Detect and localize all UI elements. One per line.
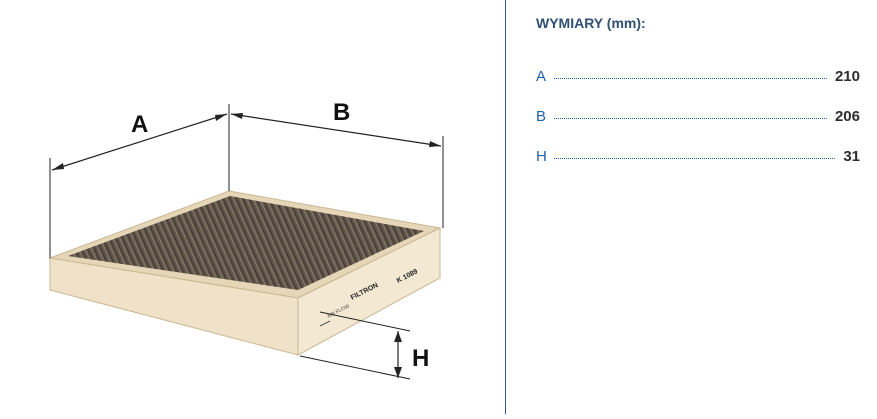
dim-h-letter: H	[412, 345, 429, 372]
dim-h-ext-bottom	[299, 355, 411, 380]
dimension-value: 31	[843, 147, 860, 165]
dimensions-title-text: WYMIARY	[536, 15, 603, 31]
dim-a-arrow-right-icon	[215, 114, 227, 121]
dimension-label: B	[536, 107, 547, 125]
dim-b-line	[230, 113, 442, 147]
dim-h-arrow-top-icon	[394, 331, 402, 342]
dimensions-title: WYMIARY (mm):	[536, 15, 646, 31]
dimensions-panel: WYMIARY (mm): A 210 B 206 H 31	[506, 0, 877, 414]
airflow-arrow-icon	[319, 320, 331, 327]
dim-h-ext-top	[319, 311, 411, 332]
panel-divider	[505, 0, 506, 414]
dimension-row-b: B 206	[536, 106, 860, 126]
dimension-label: A	[536, 67, 547, 85]
dimension-row-h: H 31	[536, 146, 860, 166]
dimension-row-a: A 210	[536, 66, 860, 86]
filter-media	[68, 196, 424, 290]
dimension-label: H	[536, 147, 547, 165]
dotted-leader	[554, 77, 827, 79]
dim-b-arrow-left-icon	[231, 113, 243, 119]
dim-b-letter: B	[333, 99, 350, 126]
dimension-value: 210	[834, 67, 860, 85]
dimension-value: 206	[834, 107, 860, 125]
filter-diagram: FILTRON K 1089 AIR FLOW A B H	[48, 99, 444, 380]
dim-a-arrow-left-icon	[52, 163, 64, 170]
product-drawing: FILTRON K 1089 AIR FLOW A B H	[48, 99, 444, 380]
filter-right-side	[297, 227, 441, 356]
dim-b-arrow-right-icon	[429, 141, 441, 147]
dotted-leader	[554, 117, 827, 119]
dotted-leader	[554, 157, 836, 159]
dim-a-line	[51, 113, 228, 171]
dim-h-arrow-bottom-icon	[394, 367, 402, 378]
dim-a-letter: A	[131, 111, 148, 138]
dimensions-unit: (mm):	[606, 15, 646, 31]
